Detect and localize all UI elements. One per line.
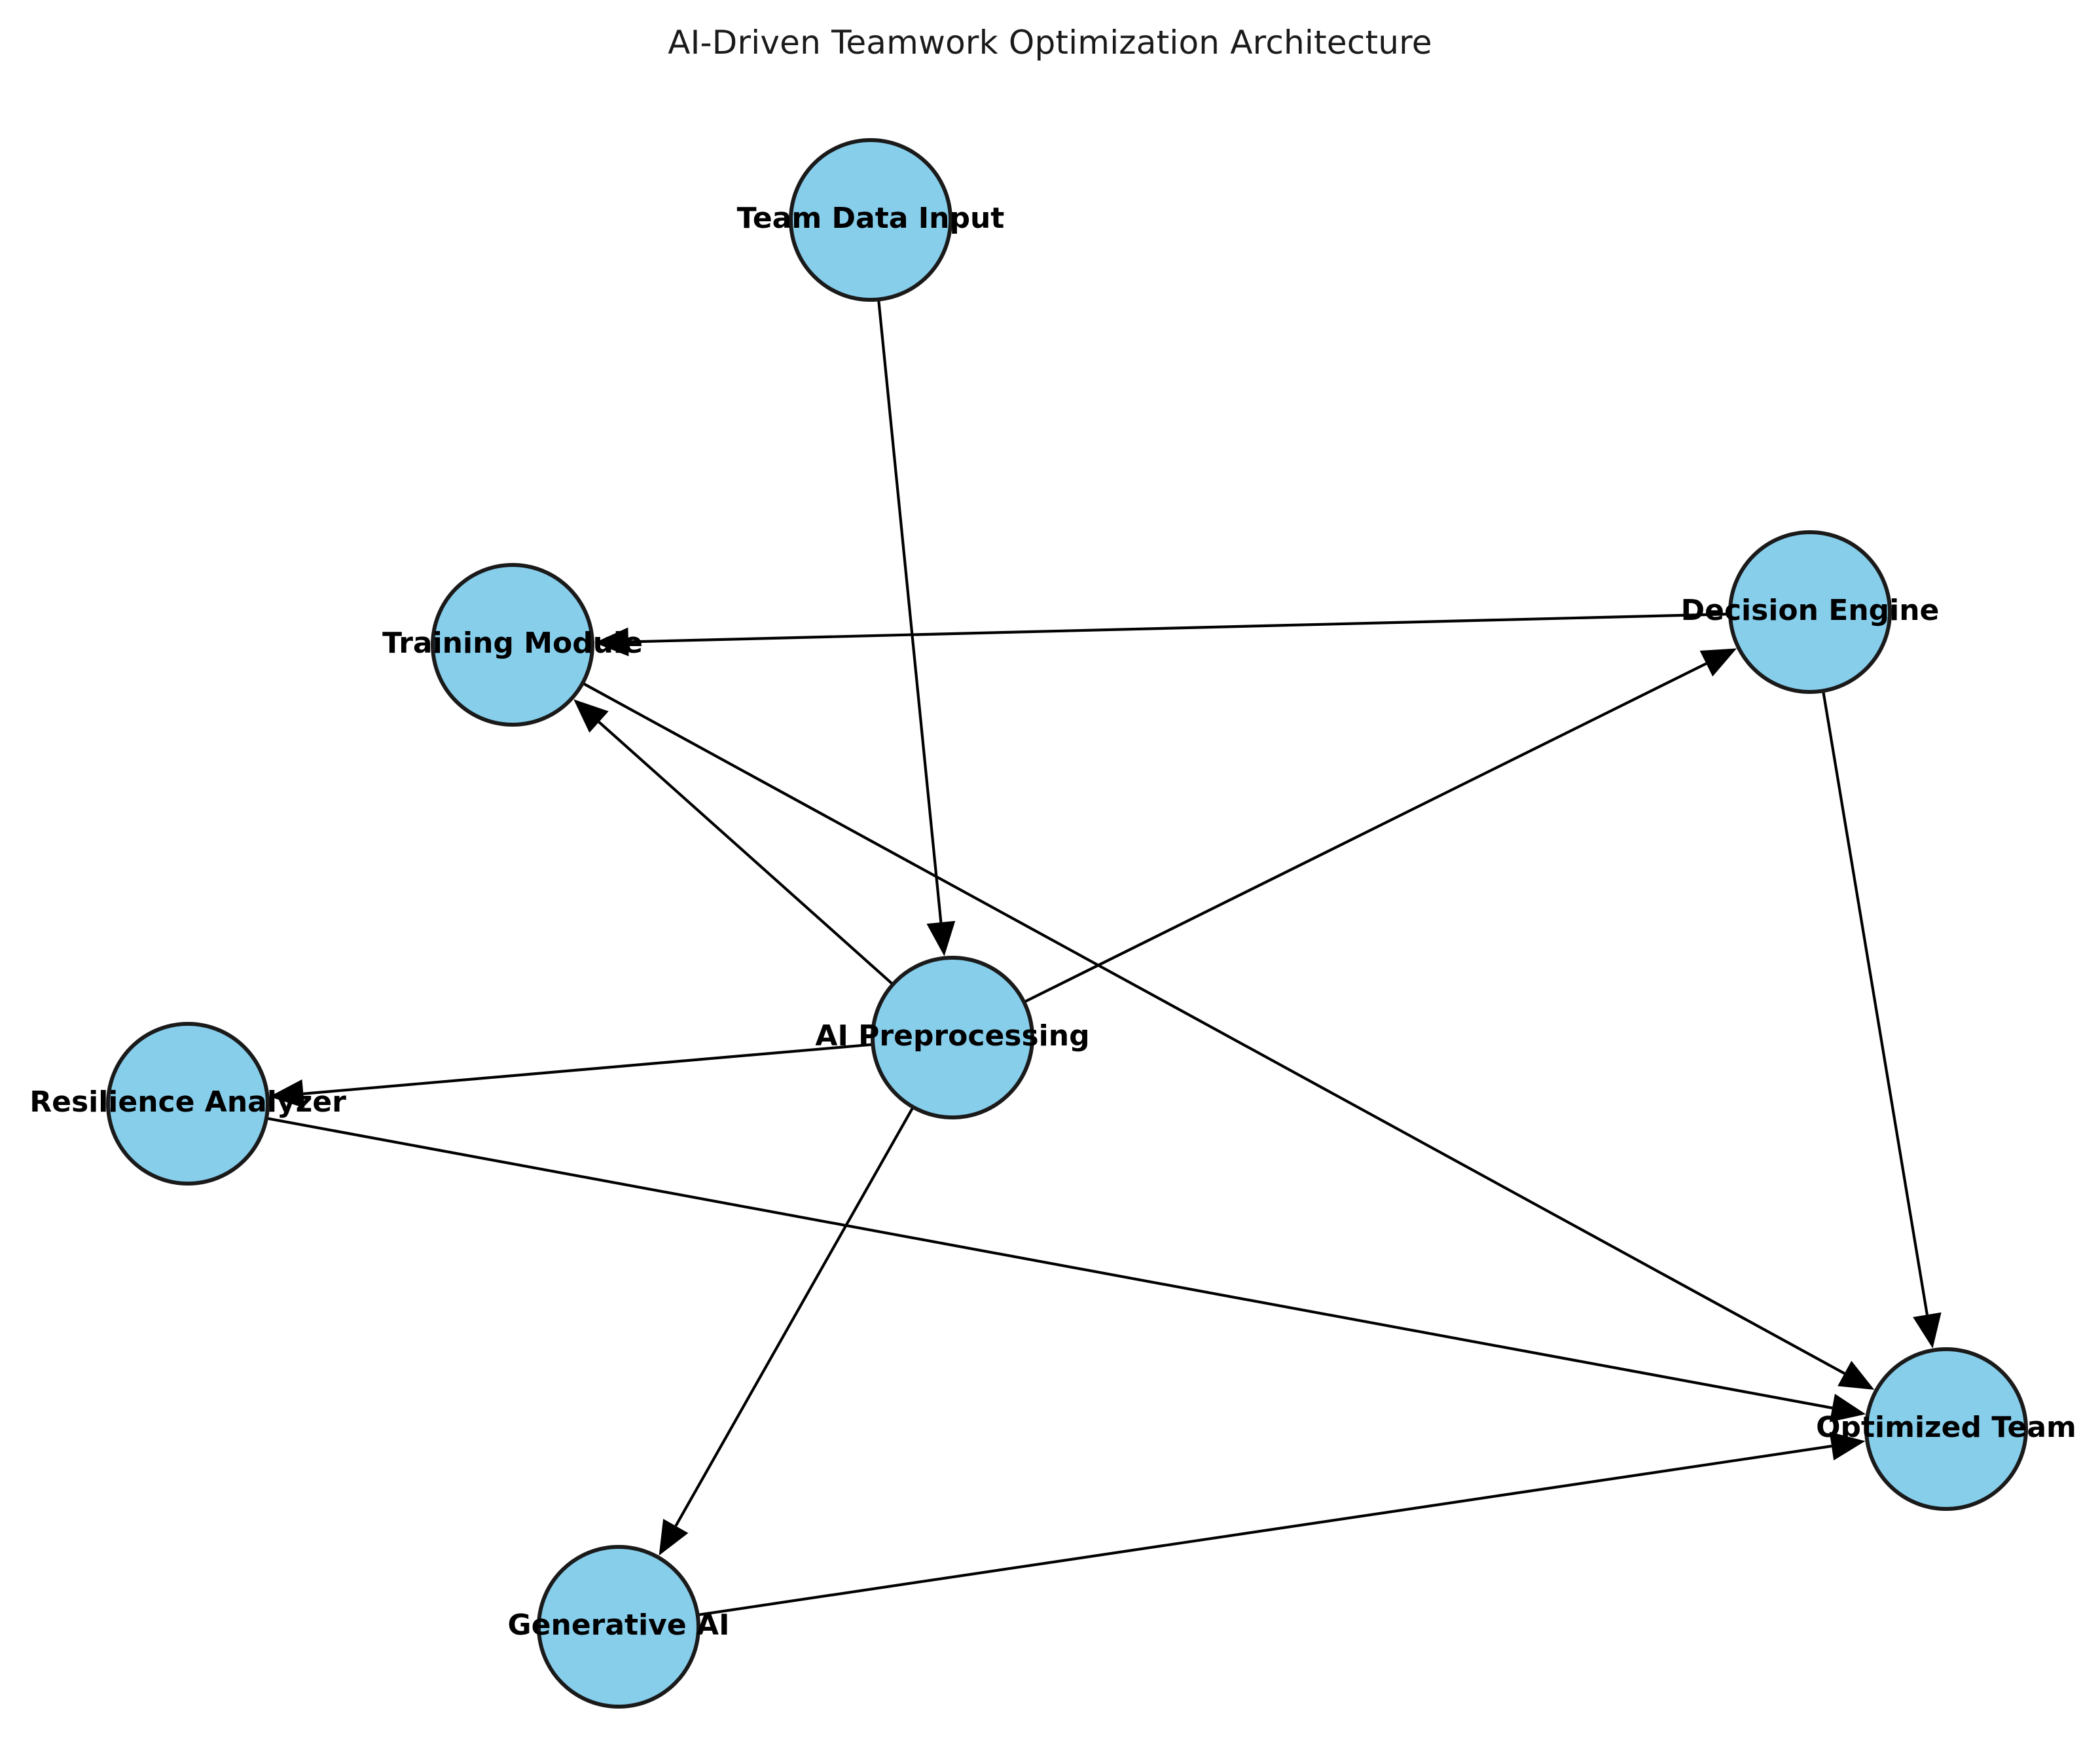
- node-label-training_module: Training Module: [382, 626, 643, 660]
- arrowhead-icon: [926, 920, 956, 956]
- node-decision_engine[interactable]: [1728, 530, 1892, 694]
- nodes-layer: [106, 138, 2028, 1709]
- node-label-ai_preprocessing: AI Preprocessing: [815, 1019, 1089, 1053]
- node-generative_ai[interactable]: [537, 1545, 700, 1709]
- edge-training_module-to-optimized_team: [583, 682, 1845, 1375]
- edge-decision_engine-to-optimized_team: [1822, 691, 1928, 1315]
- edge-ai_preprocessing-to-generative_ai: [674, 1107, 914, 1527]
- arrowhead-icon: [1829, 1394, 1866, 1423]
- edges-layer: [267, 300, 1942, 1616]
- node-training_module[interactable]: [431, 563, 594, 727]
- edge-generative_ai-to-optimized_team: [698, 1445, 1832, 1616]
- arrowhead-icon: [269, 1079, 305, 1108]
- edge-ai_preprocessing-to-training_module: [598, 721, 893, 985]
- node-label-team_data_input: Team Data Input: [737, 202, 1005, 235]
- edge-team_data_input-to-ai_preprocessing: [877, 300, 943, 923]
- node-label-optimized_team: Optimized Team: [1816, 1411, 2076, 1444]
- arrowhead-icon: [1913, 1312, 1942, 1349]
- node-label-generative_ai: Generative AI: [508, 1608, 730, 1642]
- edge-decision_engine-to-training_module: [628, 613, 1729, 643]
- arrowhead-icon: [1838, 1360, 1875, 1390]
- edge-ai_preprocessing-to-decision_engine: [1024, 662, 1707, 1003]
- node-team_data_input[interactable]: [789, 138, 952, 302]
- node-resilience_analyzer[interactable]: [106, 1022, 270, 1186]
- arrowhead-icon: [1829, 1432, 1866, 1460]
- node-label-resilience_analyzer: Resilience Analyzer: [29, 1085, 346, 1119]
- node-ai_preprocessing[interactable]: [871, 956, 1034, 1119]
- page-title: AI-Driven Teamwork Optimization Architec…: [668, 24, 1432, 62]
- arrowhead-icon: [594, 627, 629, 657]
- edge-ai_preprocessing-to-resilience_analyzer: [303, 1043, 872, 1095]
- edge-resilience_analyzer-to-optimized_team: [267, 1117, 1833, 1409]
- node-optimized_team[interactable]: [1864, 1347, 2028, 1511]
- node-label-decision_engine: Decision Engine: [1681, 594, 1940, 627]
- arrowhead-icon: [573, 699, 609, 733]
- arrowhead-icon: [659, 1519, 689, 1556]
- arrowhead-icon: [1699, 648, 1737, 677]
